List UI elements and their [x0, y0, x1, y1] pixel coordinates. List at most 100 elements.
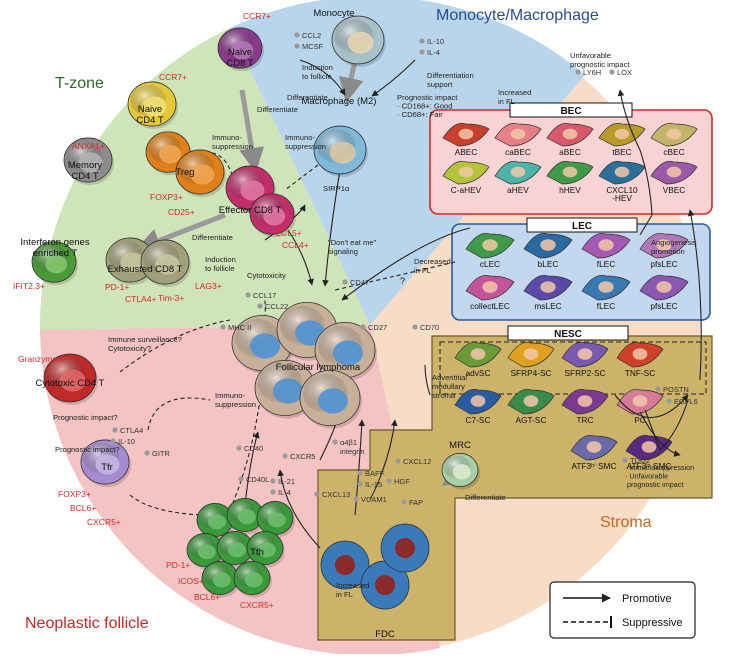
bec-cell-10: VBEC — [650, 160, 698, 195]
marker-ccr7-a: CCR7+ — [243, 11, 271, 21]
lec-cell-1-label: cLEC — [480, 259, 500, 269]
marker-pd1-b: PD-1+ — [166, 560, 190, 570]
lec-cell-1: cLEC — [465, 233, 515, 269]
bec-cell-1-label: ABEC — [455, 147, 478, 157]
fdc-cell-1 — [320, 540, 370, 590]
marker-bcl6-b: BCL6+ — [194, 592, 220, 602]
naive-cd4-cell — [127, 81, 178, 130]
mol-cxcl13: CXCL13 — [314, 490, 350, 499]
mol-fap-label: FAP — [409, 498, 423, 507]
exhausted-cd8-cell-2 — [140, 239, 191, 288]
annot-question: ? — [400, 276, 405, 286]
nesc-cell-8: PC — [616, 389, 664, 425]
marker-foxp3-a: FOXP3+ — [150, 192, 183, 202]
lec-cell-6: msLEC — [523, 275, 573, 311]
treg-cell-2 — [175, 149, 226, 198]
mol-ctla4-label: CTLA4 — [120, 426, 143, 435]
annot-prognostic-impact: Prognostic impact· CD168+: Good· CD68+: … — [397, 93, 458, 119]
nesc-cell-8-label: PC — [634, 415, 646, 425]
nesc-cell-9: ATF3ʰⁱ SMC — [570, 435, 618, 471]
mol-gitr: GITR — [144, 449, 170, 458]
nesc-cell-7-label: TRC — [576, 415, 593, 425]
cell-label-tfr: Tfr — [101, 462, 113, 473]
lec-cell-3: fLEC — [581, 233, 631, 269]
marker-cxcr5-b: CXCR5+ — [240, 600, 274, 610]
marker-foxp3-b: FOXP3+ — [58, 489, 91, 499]
cell-label-fl: Follicular lymphoma — [276, 362, 361, 373]
bec-cell-3: aBEC — [546, 122, 594, 157]
mol-cd27: CD27 — [360, 323, 387, 332]
lec-cell-4-label: pfsLEC — [650, 259, 677, 269]
bec-cell-8: hHEV — [546, 160, 594, 195]
mol-il10-a: IL-10 — [419, 37, 444, 46]
nesc-title: NESC — [554, 329, 582, 340]
mol-il4-a: IL-4 — [419, 48, 440, 57]
mol-cxcr5: CXCR5 — [282, 452, 315, 461]
nesc-cell-3: SFRP2-SC — [561, 342, 609, 378]
nesc-cell-2-label: SFRP4-SC — [510, 368, 551, 378]
bec-cell-7: aHEV — [494, 160, 542, 195]
bec-cell-9: CXCL10-HEV — [598, 160, 646, 203]
mol-il4-b: IL-4 — [270, 488, 291, 497]
mol-lox: LOX — [609, 68, 632, 77]
nesc-cell-2: SFRP4-SC — [507, 342, 555, 378]
marker-ctla4-a: CTLA4+ — [125, 294, 156, 304]
lec-cell-3-label: fLEC — [597, 259, 615, 269]
bec-cell-6: C-aHEV — [442, 160, 490, 195]
mol-il4-b-label: IL-4 — [278, 488, 291, 497]
annot-cytotoxicity: Cytotoxicity — [247, 271, 286, 280]
mol-lox-label: LOX — [617, 68, 632, 77]
lec-cell-7-label: fLEC — [597, 301, 615, 311]
nesc-cell-10-label: ATF3ˡᵒ SMC — [627, 461, 672, 471]
bec-cell-6-label: C-aHEV — [451, 185, 482, 195]
marker-ccr7-b: CCR7+ — [159, 72, 187, 82]
mol-il21: IL-21 — [270, 477, 295, 486]
annot-immunosuppression-1: Immuno-suppression — [212, 133, 253, 151]
effector-cd8-cell-1 — [225, 165, 276, 214]
lec-cell-8-label: pfsLEC — [650, 301, 677, 311]
mol-cxcl12: CXCL12 — [395, 457, 431, 466]
mol-ccl17: CCL17 — [245, 291, 276, 300]
cell-label-fdc: FDC — [375, 629, 395, 640]
ifn-t-cell — [31, 241, 78, 286]
lec-title: LEC — [572, 221, 592, 232]
nesc-cell-6-label: AGT-SC — [516, 415, 547, 425]
nesc-cell-9-label: ATF3ʰⁱ SMC — [571, 461, 616, 471]
mol-tdo2-label: TDO2 — [630, 456, 650, 465]
tfh-cell-3 — [256, 501, 295, 538]
zone-title-stroma: Stroma — [600, 514, 652, 531]
mol-gitr-label: GITR — [152, 449, 170, 458]
mol-ly6h-label: LY6H — [583, 68, 601, 77]
lec-cell-2: bLEC — [523, 233, 573, 269]
mol-vcam1-label: VCAM1 — [361, 495, 387, 504]
bec-cell-10-label: VBEC — [663, 185, 686, 195]
mol-il4-a-label: IL-4 — [427, 48, 440, 57]
mol-cd40: CD40 — [236, 444, 263, 453]
lec-cell-2-label: bLEC — [538, 259, 559, 269]
annot-prognostic-q2: Prognostic impact? — [55, 445, 120, 454]
mol-tdo2: TDO2 — [622, 456, 650, 465]
zone-title-tzone: T-zone — [55, 75, 104, 92]
mol-cd40l-label: CD40L — [246, 475, 269, 484]
fl-cell-3 — [314, 321, 377, 381]
bec-cell-5: cBEC — [650, 122, 698, 157]
naive-cd8-cell — [217, 27, 264, 72]
tfh-cell-6 — [246, 531, 285, 568]
legend-suppressive: Suppressive — [622, 617, 683, 629]
bec-cell-9-label: CXCL10 — [606, 185, 638, 195]
cell-label-exhausted-cd8: Exhausted CD8 T — [108, 264, 183, 275]
annot-prognostic-q1: Prognostic impact? — [53, 413, 118, 422]
cell-label-macrophage: Macrophage (M2) — [302, 96, 377, 107]
mol-il10-b: IL-10 — [110, 437, 135, 446]
fdc-cell-3 — [380, 523, 430, 573]
cell-label-cytotoxic-cd4: Cytotoxic CD4 T — [36, 378, 105, 389]
mol-il21-label: IL-21 — [278, 477, 295, 486]
